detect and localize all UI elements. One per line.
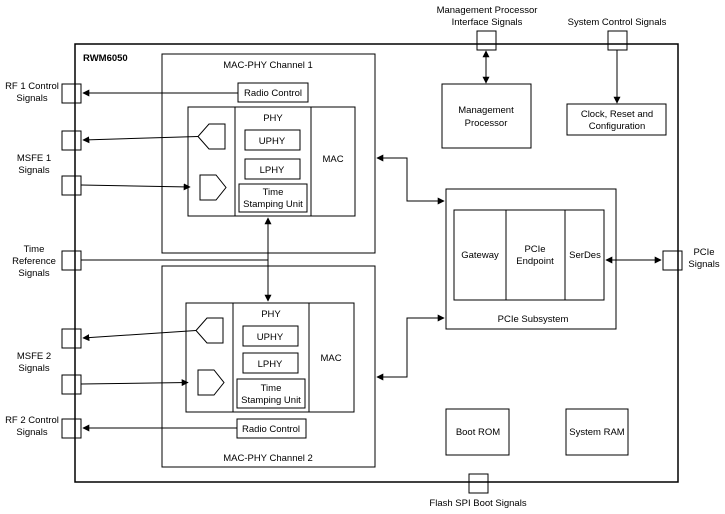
ch1-uphy: UPHY	[259, 136, 286, 147]
pcie-endpoint-1: PCIe	[524, 244, 545, 255]
pin-flash	[468, 473, 489, 494]
wire-msfe2-in	[80, 379, 189, 387]
ch2-lphy-box	[242, 352, 299, 374]
pcie-gateway: Gateway	[461, 250, 499, 261]
flash-label: Flash SPI Boot Signals	[429, 498, 526, 509]
wire-msfe2-out	[82, 330, 197, 342]
pcie-inner-box	[453, 209, 605, 301]
msfe2-label-1: MSFE 2	[17, 351, 51, 362]
pin-rf2	[61, 418, 82, 439]
clock-box	[566, 103, 667, 136]
ch2-rx-shape	[197, 369, 225, 396]
ch1-lphy: LPHY	[260, 165, 285, 176]
ch1-phy-mac-box	[187, 106, 356, 217]
pin-rf1	[61, 83, 82, 104]
ch2-uphy-box	[242, 325, 299, 347]
pcie-pin-label-2: Signals	[688, 259, 719, 270]
ch2-tsu-2: Stamping Unit	[241, 395, 301, 406]
clock-2: Configuration	[589, 121, 646, 132]
pin-msfe2-b	[61, 374, 82, 395]
ch1-mac: MAC	[322, 154, 343, 165]
pin-msfe1-a	[61, 130, 82, 151]
mgmt-processor-1: Management	[458, 105, 514, 116]
boot-rom-label: Boot ROM	[456, 427, 500, 438]
mgmt-if-label-2: Interface Signals	[452, 17, 523, 28]
rf1-label-2: Signals	[16, 93, 47, 104]
ch2-mac: MAC	[320, 353, 341, 364]
msfe2-label-2: Signals	[18, 363, 49, 374]
msfe1-label-1: MSFE 1	[17, 153, 51, 164]
time-ref-label-2: Reference	[12, 256, 56, 267]
mgmt-processor-box	[441, 83, 532, 149]
pin-time-ref	[61, 250, 82, 271]
rf1-label-1: RF 1 Control	[5, 81, 59, 92]
msfe1-label-2: Signals	[18, 165, 49, 176]
sys-ctrl-label: System Control Signals	[568, 17, 667, 28]
chip-boundary	[74, 43, 679, 483]
ch1-rx-shape	[199, 174, 227, 201]
pin-msfe2-a	[61, 328, 82, 349]
wire-msfe1-out	[82, 136, 199, 144]
time-ref-label-1: Time	[24, 244, 45, 255]
system-ram-label: System RAM	[569, 427, 625, 438]
pcie-subsystem-title: PCIe Subsystem	[498, 314, 569, 325]
pin-sys-ctrl	[607, 30, 628, 51]
ch2-uphy: UPHY	[257, 332, 284, 343]
ch1-lphy-box	[244, 158, 301, 180]
ch2-tsu-box	[236, 378, 306, 409]
ch2-lphy: LPHY	[258, 359, 283, 370]
mgmt-if-label-1: Management Processor	[437, 5, 538, 16]
ch2-phy-mac-box	[185, 302, 355, 413]
ch1-uphy-box	[244, 129, 301, 151]
ch2-phy-label: PHY	[261, 309, 281, 320]
ch1-tx-shape	[197, 123, 226, 150]
pcie-serdes: SerDes	[569, 250, 601, 261]
ch1-title: MAC-PHY Channel 1	[223, 60, 313, 71]
pcie-endpoint-2: Endpoint	[516, 256, 554, 267]
time-ref-label-3: Signals	[18, 268, 49, 279]
ch1-tsu-1: Time	[263, 187, 284, 198]
ch2-radio-control: Radio Control	[242, 424, 300, 435]
pin-pcie	[662, 250, 683, 271]
rf2-label-1: RF 2 Control	[5, 415, 59, 426]
pin-msfe1-b	[61, 175, 82, 196]
ch1-tsu-2: Stamping Unit	[243, 199, 303, 210]
clock-1: Clock, Reset and	[581, 109, 653, 120]
wire-mac2-pcie	[376, 314, 445, 381]
chip-name: RWM6050	[83, 53, 128, 64]
boot-rom-box	[445, 408, 510, 456]
wire-msfe1-in	[80, 183, 191, 191]
pcie-pin-label-1: PCIe	[693, 247, 714, 258]
ch2-tsu-1: Time	[261, 383, 282, 394]
system-ram-box	[565, 408, 629, 456]
wire-mac1-pcie	[376, 154, 445, 205]
ch1-radio-control: Radio Control	[244, 88, 302, 99]
ch2-title: MAC-PHY Channel 2	[223, 453, 313, 464]
pin-mgmt-if	[476, 30, 497, 51]
ch1-tsu-box	[238, 183, 308, 213]
ch1-phy-label: PHY	[263, 113, 283, 124]
mgmt-processor-2: Processor	[465, 118, 508, 129]
ch2-tx-shape	[195, 317, 224, 344]
rf2-label-2: Signals	[16, 427, 47, 438]
